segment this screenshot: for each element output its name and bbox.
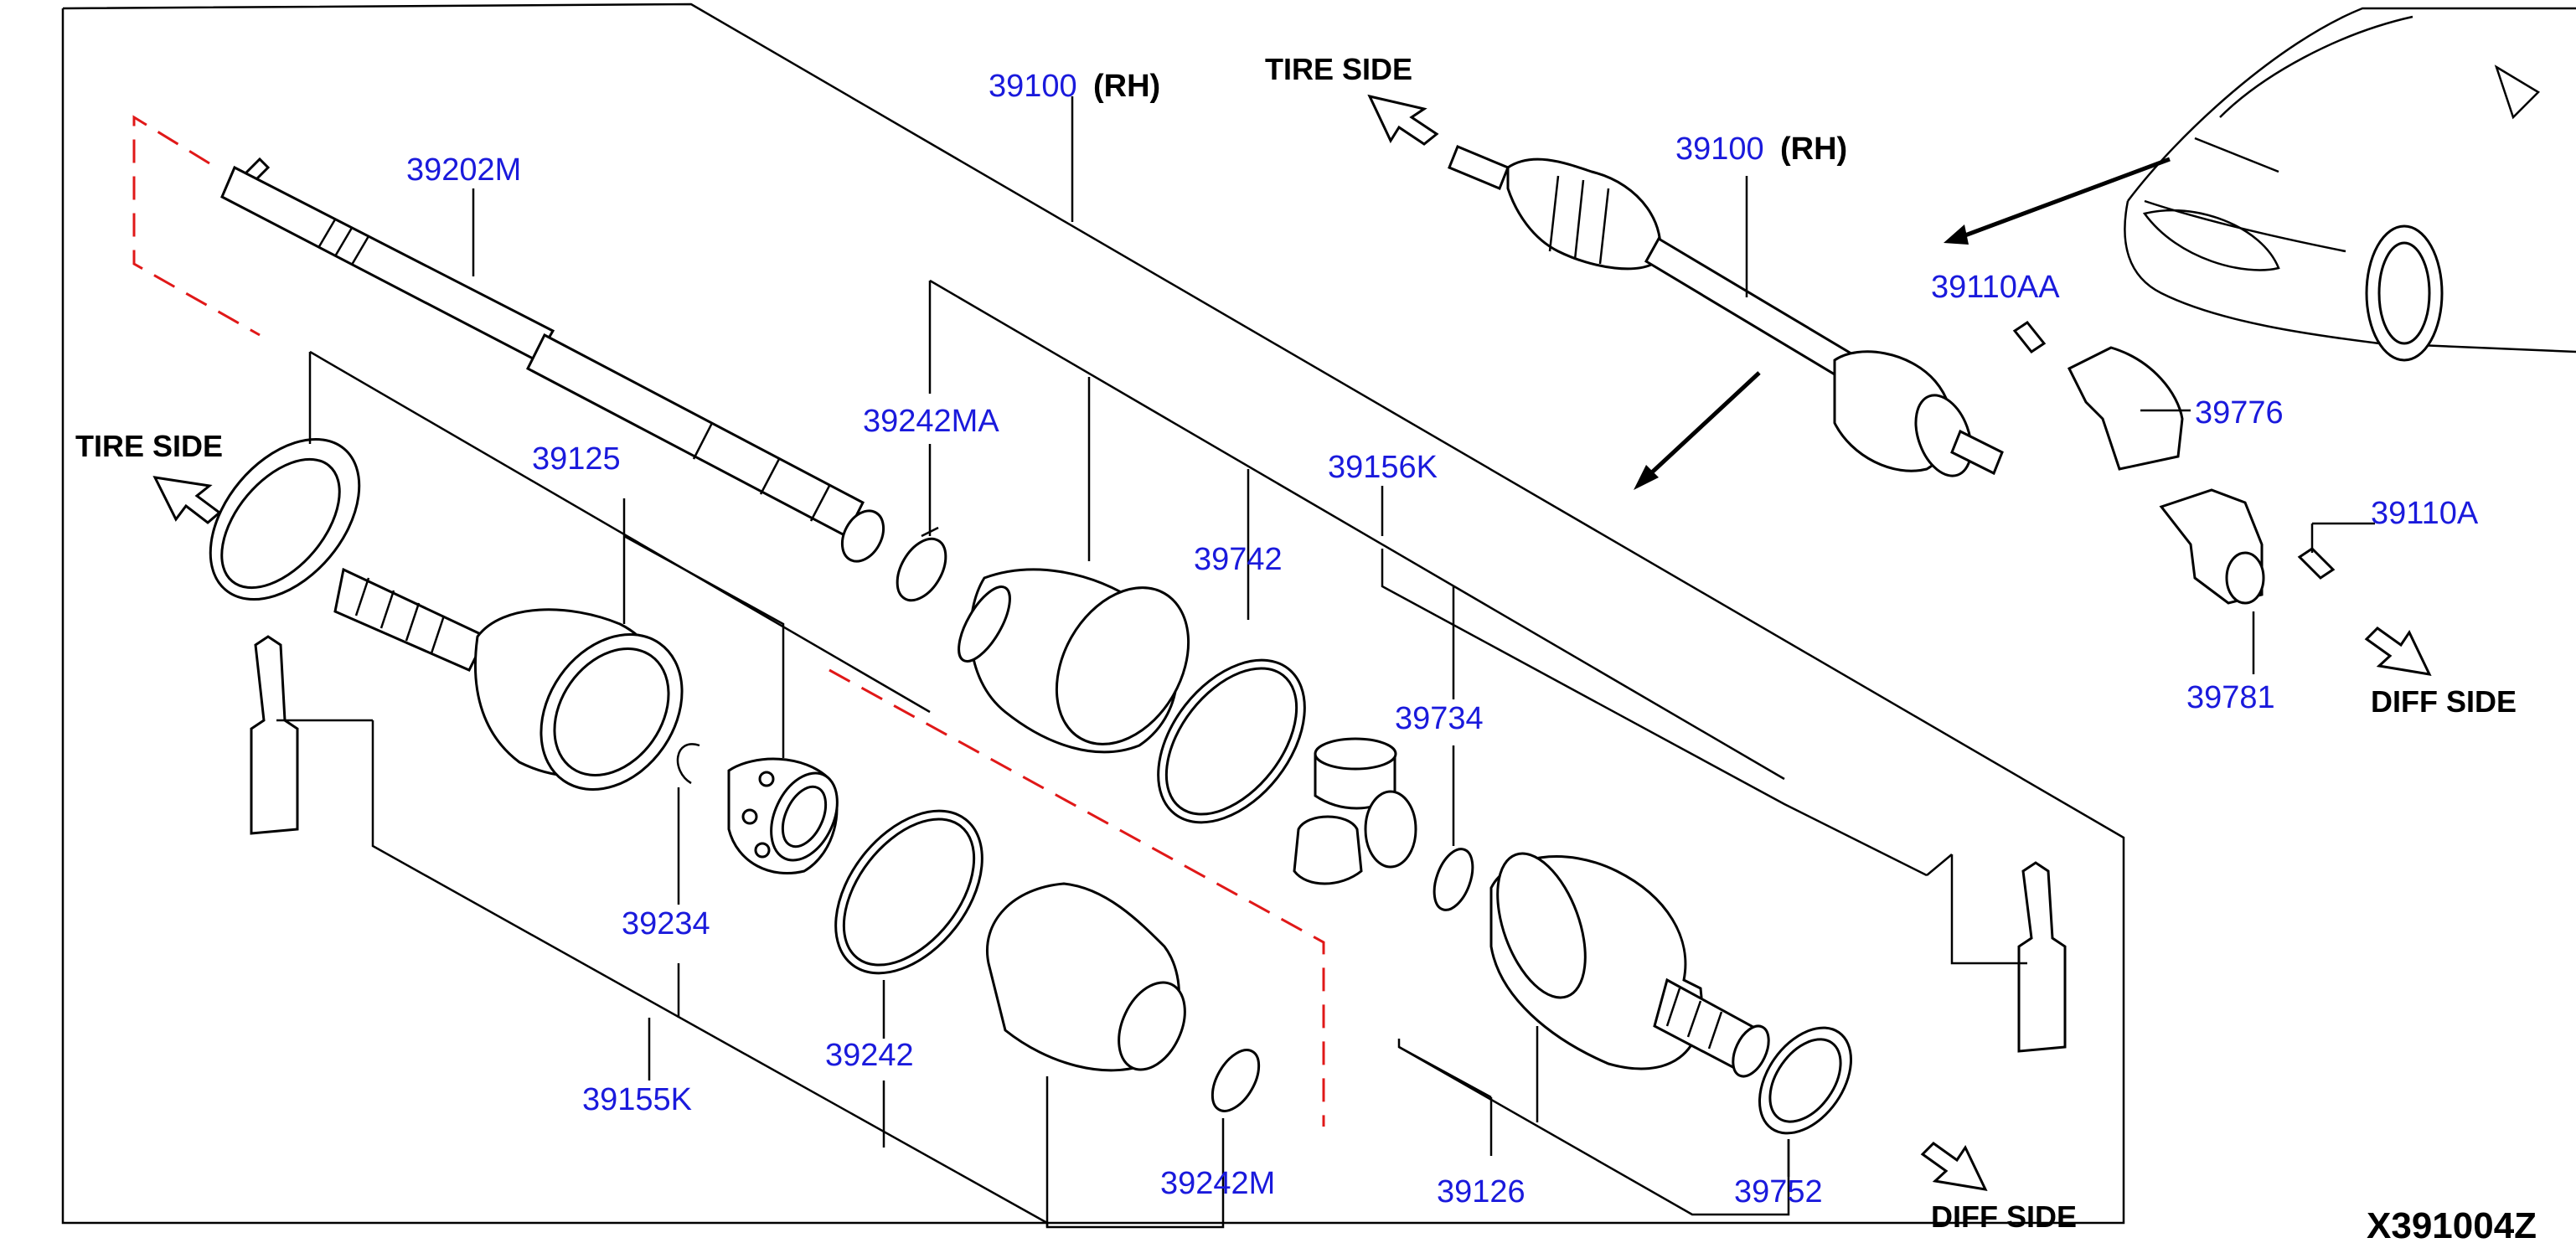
snap-ring-39234 bbox=[676, 743, 700, 785]
band-39242M bbox=[1211, 1049, 1261, 1112]
rh-indicator-right: (RH) bbox=[1780, 132, 1847, 167]
arrow-solid-mid bbox=[1634, 371, 1761, 490]
bracket-39781 bbox=[2159, 488, 2265, 605]
band-39242 bbox=[834, 809, 983, 975]
part-number-39242M: 39242M bbox=[1160, 1166, 1275, 1201]
part-number-39156K: 39156K bbox=[1328, 450, 1438, 485]
arrow-pointing-diff-right bbox=[2364, 627, 2432, 676]
shaft-39202m bbox=[220, 157, 885, 563]
part-number-39126: 39126 bbox=[1437, 1174, 1525, 1209]
grease-tube-left bbox=[250, 635, 299, 835]
leader-lines bbox=[276, 96, 2375, 1229]
part-number-39125: 39125 bbox=[532, 441, 621, 477]
band-39242MA bbox=[896, 526, 947, 602]
tripod-assembly bbox=[1293, 737, 1417, 885]
part-number-39781: 39781 bbox=[2186, 680, 2275, 715]
vehicle-illustration bbox=[2124, 7, 2576, 362]
grease-tube-right bbox=[2017, 861, 2067, 1053]
shaft-assembly-39100-right bbox=[1448, 145, 2004, 477]
arrow-solid-car bbox=[1944, 157, 2171, 245]
diff-side-label-right: DIFF SIDE bbox=[2371, 684, 2517, 719]
snap-ring-39734 bbox=[1433, 848, 1474, 911]
part-number-39242MA: 39242MA bbox=[863, 404, 999, 439]
boot-39741 bbox=[986, 882, 1186, 1072]
part-number-39100-right: 39100 bbox=[1675, 132, 1764, 167]
diagram-code: X391004Z bbox=[2367, 1205, 2537, 1243]
seal-ring-39241 bbox=[209, 437, 361, 601]
assembly-frame bbox=[61, 3, 2125, 1225]
diff-side-label-bottom: DIFF SIDE bbox=[1931, 1199, 2077, 1234]
bracket-39776 bbox=[2067, 346, 2184, 471]
bolt-39110AA bbox=[2012, 320, 2047, 354]
rh-indicator-top: (RH) bbox=[1093, 69, 1160, 104]
seal-ring-39752 bbox=[1758, 1026, 1853, 1135]
red-guide-top bbox=[132, 115, 261, 337]
red-guide-mid bbox=[829, 668, 1325, 1127]
part-number-39776: 39776 bbox=[2195, 395, 2284, 431]
part-number-39155K: 39155K bbox=[582, 1082, 692, 1117]
label-39100-right: 39100 (RH) bbox=[1675, 132, 1847, 167]
bolt-39110A bbox=[2297, 547, 2336, 580]
part-number-39742: 39742 bbox=[1194, 542, 1283, 577]
part-number-39734: 39734 bbox=[1395, 701, 1484, 736]
part-number-39202M: 39202M bbox=[406, 152, 521, 188]
inner-joint-39126 bbox=[1489, 852, 1770, 1078]
part-number-39100-top: 39100 bbox=[989, 69, 1077, 104]
part-number-39110AA: 39110AA bbox=[1931, 270, 2060, 305]
part-number-39234: 39234 bbox=[622, 906, 710, 941]
boot-39241 bbox=[958, 568, 1190, 754]
arrow-pointing-tire-left bbox=[152, 476, 222, 524]
tire-side-label-top: TIRE SIDE bbox=[1265, 52, 1412, 86]
tire-side-label-left: TIRE SIDE bbox=[75, 429, 223, 463]
part-number-39242: 39242 bbox=[825, 1038, 914, 1073]
band-39742 bbox=[1157, 658, 1306, 824]
outer-joint-39125 bbox=[333, 567, 684, 792]
arrow-pointing-diff-bottom bbox=[1920, 1142, 1988, 1191]
part-number-39110A: 39110A bbox=[2371, 496, 2479, 531]
label-39100-top: 39100 (RH) bbox=[989, 69, 1160, 104]
arrow-pointing-tire-top bbox=[1367, 94, 1439, 146]
part-number-39752: 39752 bbox=[1734, 1174, 1823, 1209]
inner-race-39125 bbox=[727, 757, 839, 875]
